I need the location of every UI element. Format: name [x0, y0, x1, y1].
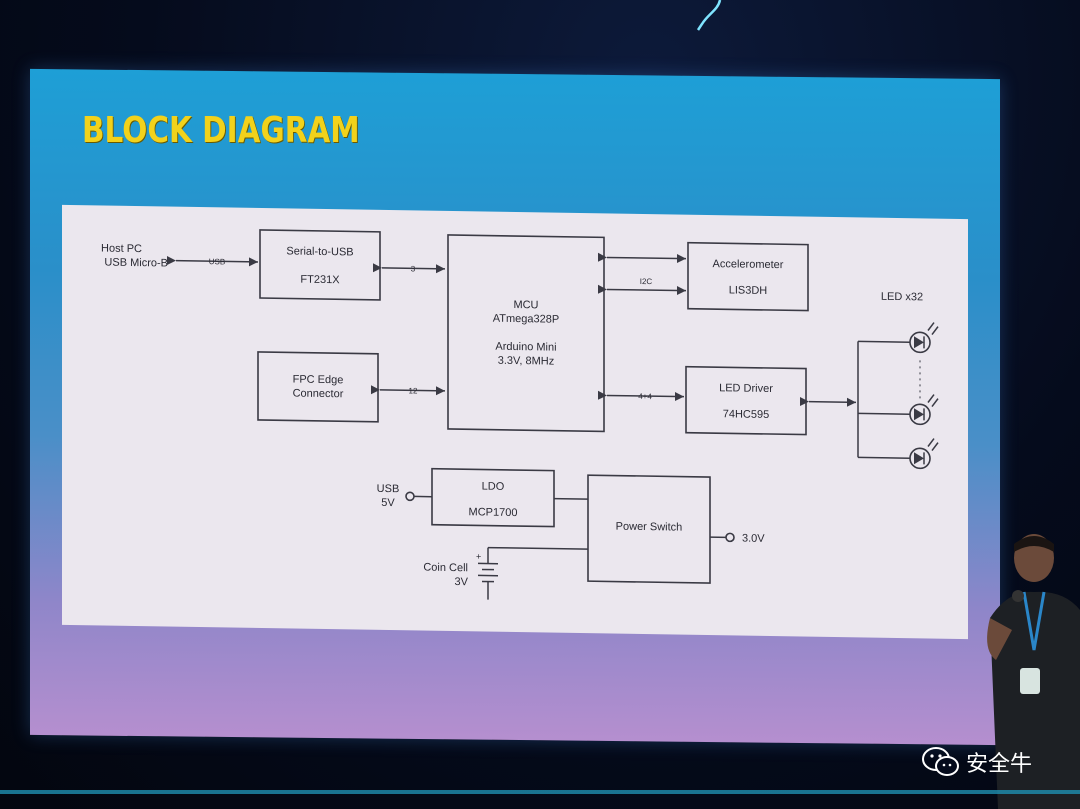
svg-text:+: +: [476, 551, 481, 561]
stage-light-streak: [696, 0, 722, 31]
serial-to-usb-block: [259, 229, 381, 301]
ldo-switch-wire: [554, 497, 588, 500]
accelerometer-block: [687, 241, 809, 312]
ldo-part: MCP1700: [469, 506, 518, 519]
serial-to-usb-part: FT231X: [300, 274, 340, 287]
fpc-bus-label: 12: [409, 386, 418, 395]
fpc-bus: [371, 385, 445, 396]
mcu-title: MCU: [513, 299, 538, 311]
usb-5v-line2: 5V: [381, 497, 395, 509]
led-2-wire: [858, 412, 910, 415]
usb-5v-terminal: [405, 491, 415, 502]
output-voltage-label: 3.0V: [742, 533, 765, 545]
serial-bus-label: 3: [411, 264, 416, 273]
led-2-icon: [909, 394, 939, 426]
ldo-title: LDO: [482, 480, 505, 492]
host-pc-label: Host PC: [101, 242, 142, 255]
block-diagram: Host PC USB Micro-B USB Serial-to-USB FT…: [101, 229, 939, 600]
coin-cell-line1: Coin Cell: [423, 562, 468, 575]
mcu-spec: 3.3V, 8MHz: [498, 355, 554, 368]
mcu-accel-line-top: [598, 252, 686, 264]
slide-title: BLOCK DIAGRAM: [82, 110, 360, 151]
accelerometer-part: LIS3DH: [729, 284, 768, 297]
fpc-line2: Connector: [293, 388, 344, 401]
mcu-block: [447, 234, 605, 433]
led-driver-part: 74HC595: [723, 408, 769, 421]
serial-to-usb-title: Serial-to-USB: [286, 245, 353, 258]
usb-link: [167, 256, 258, 267]
usb-link-label: USB: [209, 257, 225, 266]
led-3-icon: [909, 438, 939, 470]
wechat-icon: [922, 747, 959, 776]
led-bus-label: 4+4: [638, 392, 652, 401]
battery-icon: +: [476, 547, 498, 600]
battery-switch-wire: [488, 546, 588, 550]
i2c-label: I2C: [640, 277, 653, 286]
led-driver-block: [685, 365, 807, 436]
mcu-board: Arduino Mini: [495, 341, 556, 354]
mcu-led-bus: [598, 390, 684, 402]
diagram-panel: Host PC USB Micro-B USB Serial-to-USB FT…: [62, 204, 968, 640]
mcu-accel-line-bottom: [598, 284, 686, 296]
driver-led-link: [800, 396, 856, 407]
accelerometer-title: Accelerometer: [713, 258, 784, 271]
watermark-text: 安全牛: [966, 752, 1033, 777]
coin-cell-line2: 3V: [455, 576, 469, 588]
led-1-wire: [858, 340, 910, 343]
mcu-part: ATmega328P: [493, 313, 559, 326]
stage-edge: [0, 790, 1080, 794]
fpc-line1: FPC Edge: [293, 374, 344, 387]
power-switch-label: Power Switch: [616, 521, 683, 534]
power-switch-block: [587, 474, 711, 584]
usb-5v-line1: USB: [377, 483, 400, 495]
led-driver-title: LED Driver: [719, 382, 773, 395]
led-3-wire: [858, 456, 910, 459]
serial-bus: [373, 263, 445, 274]
led-array-label: LED x32: [881, 291, 923, 304]
fpc-connector-block: [257, 351, 379, 423]
output-terminal: [725, 532, 735, 543]
presenter: [987, 534, 1080, 809]
host-usb-label: USB Micro-B: [104, 257, 168, 270]
led-1-icon: [909, 322, 939, 354]
watermark: 安全牛: [922, 745, 1032, 779]
